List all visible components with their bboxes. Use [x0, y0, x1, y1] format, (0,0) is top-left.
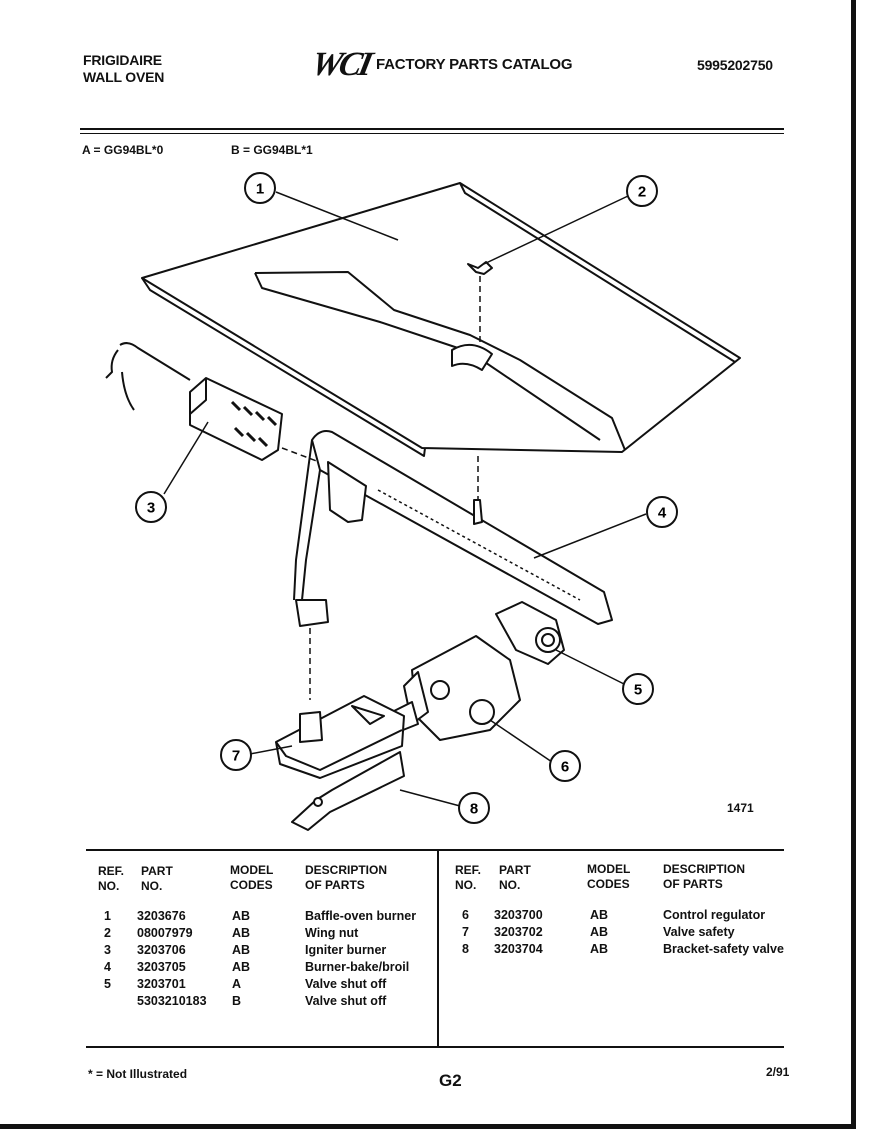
description: Valve shut off [305, 994, 387, 1008]
callout-6-circle [549, 750, 581, 782]
ref-no: 5 [104, 977, 111, 991]
model-code: AB [232, 926, 251, 940]
valve-shut-off [495, 601, 565, 665]
part-no: 3203701 [137, 977, 186, 991]
catalog-date: 2/91 [766, 1065, 790, 1079]
model-code: AB [590, 908, 609, 922]
leader-5 [555, 649, 625, 685]
not-illustrated-note: * = Not Illustrated [88, 1067, 188, 1081]
description: Bracket-safety valve [663, 942, 784, 956]
model-code: B [232, 994, 242, 1008]
callout-7: 7 [232, 748, 240, 765]
header-ref-left: REF.NO. [98, 864, 125, 893]
callout-6: 6 [561, 759, 569, 776]
product-type: WALL OVEN [83, 69, 165, 85]
ref-no: 1 [104, 909, 111, 923]
exploded-parts-diagram: 1 2 3 4 5 6 7 8 [105, 172, 741, 831]
ref-no: 7 [462, 925, 469, 939]
callout-2: 2 [638, 184, 646, 201]
callout-2-circle [626, 175, 658, 207]
header-rule-bottom [80, 133, 784, 134]
part-no: 3203700 [494, 908, 543, 922]
baffle-oven-burner [141, 182, 741, 457]
page-number: G2 [439, 1071, 462, 1090]
brand-name: FRIGIDAIRE [83, 52, 162, 68]
header-ref-right: REF.NO. [455, 863, 482, 892]
brand-block: FRIGIDAIRE WALL OVEN [83, 52, 164, 86]
igniter-burner [105, 342, 331, 467]
part-no: 3203706 [137, 943, 186, 957]
leader-6 [489, 719, 553, 763]
callout-3-circle [135, 491, 167, 523]
table-divider [437, 850, 439, 1046]
callout-1-circle [244, 172, 276, 204]
model-code: AB [590, 925, 609, 939]
model-code: AB [232, 909, 251, 923]
model-code: AB [590, 942, 609, 956]
ref-no: 2 [104, 926, 111, 940]
description: Wing nut [305, 926, 359, 940]
model-code: A [232, 977, 242, 991]
description: Igniter burner [305, 943, 387, 957]
part-no: 3203702 [494, 925, 543, 939]
callout-8-circle [458, 792, 490, 824]
ref-no: 4 [104, 960, 111, 974]
valve-safety [275, 695, 405, 779]
part-no: 3203705 [137, 960, 186, 974]
header-rule-top [80, 128, 784, 130]
ref-no: 3 [104, 943, 111, 957]
drawing-number: 1471 [727, 801, 754, 815]
document-number: 5995202750 [697, 57, 773, 73]
callout-4: 4 [658, 505, 667, 522]
leader-1 [275, 191, 399, 241]
part-no: 5303210183 [137, 994, 207, 1008]
leader-8 [399, 789, 461, 807]
page-border-right [851, 0, 856, 1128]
callout-1: 1 [256, 181, 264, 198]
ref-no: 6 [462, 908, 469, 922]
ref-no: 8 [462, 942, 469, 956]
description: Valve shut off [305, 977, 387, 991]
part-no: 3203676 [137, 909, 186, 923]
part-no: 08007979 [137, 926, 193, 940]
leader-7 [249, 745, 293, 755]
bracket-safety-valve [291, 751, 405, 831]
table-rule-top [86, 849, 784, 851]
leader-2 [483, 195, 629, 265]
callout-3: 3 [147, 500, 155, 517]
wing-nut [467, 261, 493, 345]
callout-5: 5 [634, 682, 642, 699]
model-code: AB [232, 943, 251, 957]
model-a: A = GG94BL*0 [82, 143, 164, 157]
leader-3 [163, 421, 209, 495]
description: Baffle-oven burner [305, 909, 417, 923]
description: Control regulator [663, 908, 766, 922]
callout-4-circle [646, 496, 678, 528]
burner-bake-broil [293, 430, 613, 700]
part-no: 3203704 [494, 942, 543, 956]
model-b: B = GG94BL*1 [231, 143, 313, 157]
model-code: AB [232, 960, 251, 974]
wci-logo: WCI [308, 46, 374, 83]
catalog-title: FACTORY PARTS CATALOG [376, 56, 573, 73]
table-rule-bottom [86, 1046, 784, 1048]
callout-7-circle [220, 739, 252, 771]
leader-4 [533, 513, 647, 559]
page-border-bottom [0, 1124, 856, 1129]
callout-5-circle [622, 673, 654, 705]
control-regulator [391, 635, 521, 741]
callout-8: 8 [470, 801, 478, 818]
description: Burner-bake/broil [305, 960, 410, 974]
description: Valve safety [663, 925, 735, 939]
